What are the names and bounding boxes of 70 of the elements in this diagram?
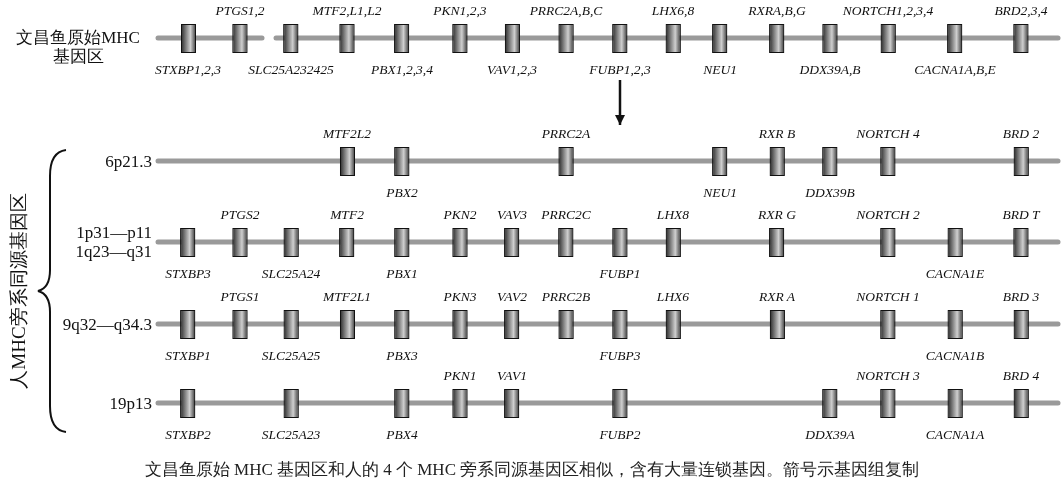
- gene-name: NEU1: [703, 62, 737, 78]
- gene-name: PBX3: [386, 348, 418, 364]
- gene-name: LHX8: [656, 207, 690, 223]
- gene-name: STXBP2: [165, 427, 211, 443]
- gene-name: PRRC2B: [541, 289, 591, 305]
- gene-name: NORTCH 1: [856, 289, 920, 305]
- gene-name: DDX39A,B: [799, 62, 861, 78]
- gene-name: MTF2L1: [323, 289, 371, 305]
- gene-name: RXR G: [758, 207, 796, 223]
- gene-name: CACNA1A,B,E: [914, 62, 996, 78]
- gene-name: VAV1,2,3: [486, 62, 538, 78]
- gene-name: NORTCH1,2,3,4: [842, 3, 934, 19]
- gene-name: PBX4: [386, 427, 418, 443]
- gene-name: FUBP2: [599, 427, 641, 443]
- gene-name: FUBP3: [599, 348, 641, 364]
- gene-name: SLC25A23: [261, 427, 321, 443]
- gene-name: FUBP1: [599, 266, 641, 282]
- gene-name: PKN1: [443, 368, 477, 384]
- region-label: 9q32—q34.3: [61, 314, 152, 334]
- region-label: 19p13: [108, 393, 152, 413]
- gene-name: BRD 2: [1002, 126, 1040, 142]
- gene-name: FUBP1,2,3: [589, 62, 651, 78]
- gene-name: PKN3: [443, 289, 477, 305]
- gene-name: NORTCH 4: [856, 126, 920, 142]
- gene-name: PBX2: [386, 185, 418, 201]
- gene-name: DDX39A: [805, 427, 855, 443]
- region-label: 1p31—p11 1q23—q31: [74, 223, 152, 261]
- gene-name: RXRA,B,G: [748, 3, 806, 19]
- gene-name: BRD 3: [1002, 289, 1040, 305]
- gene-name: PRRC2A,B,C: [529, 3, 603, 19]
- gene-name: STXBP1,2,3: [155, 62, 221, 78]
- gene-name: CACNA1A: [925, 427, 985, 443]
- gene-name: BRD2,3,4: [994, 3, 1048, 19]
- arrow: [615, 80, 625, 125]
- gene-name: NORTCH 3: [856, 368, 920, 384]
- gene-name: MTF2: [330, 207, 364, 223]
- region-label: 6p21.3: [104, 151, 152, 171]
- gene-name: BRD T: [1002, 207, 1040, 223]
- gene-name: MTF2L2: [323, 126, 371, 142]
- gene-name: NEU1: [703, 185, 737, 201]
- gene-name: STXBP1: [165, 348, 211, 364]
- gene-name: PKN1,2,3: [433, 3, 487, 19]
- gene-name: CACNA1E: [925, 266, 985, 282]
- gene-name: SLC25A25: [261, 348, 321, 364]
- gene-name: MTF2,L1,L2: [312, 3, 382, 19]
- gene-name: RXR A: [758, 289, 796, 305]
- gene-name: LHX6: [656, 289, 690, 305]
- gene-name: PTGS1: [220, 289, 260, 305]
- caption: 文昌鱼原始 MHC 基因区和人的 4 个 MHC 旁系同源基因区相似，含有大量连锁基因。箭号示基因组复制: [143, 459, 921, 481]
- region-label: 人MHC旁系同源基因区: [7, 193, 30, 389]
- gene-name: PTGS2: [220, 207, 260, 223]
- gene-name: DDX39B: [805, 185, 855, 201]
- gene-name: RXR B: [758, 126, 796, 142]
- gene-name: VAV2: [497, 289, 527, 305]
- gene-name: PRRC2C: [541, 207, 591, 223]
- gene-name: VAV1: [497, 368, 527, 384]
- gene-name: BRD 4: [1002, 368, 1040, 384]
- region-label: 文昌鱼原始MHC基因区: [15, 28, 141, 66]
- gene-name: PTGS1,2: [215, 3, 265, 19]
- gene-name: SLC25A232425: [248, 62, 334, 78]
- gene-name: PKN2: [443, 207, 477, 223]
- gene-name: SLC25A24: [261, 266, 321, 282]
- gene-name: LHX6,8: [651, 3, 695, 19]
- gene-name: STXBP3: [165, 266, 211, 282]
- gene-name: PRRC2A: [541, 126, 591, 142]
- gene-name: NORTCH 2: [856, 207, 920, 223]
- gene-name: VAV3: [497, 207, 527, 223]
- gene-name: CACNA1B: [925, 348, 985, 364]
- gene-name: PBX1: [386, 266, 418, 282]
- gene-name: PBX1,2,3,4: [371, 62, 433, 78]
